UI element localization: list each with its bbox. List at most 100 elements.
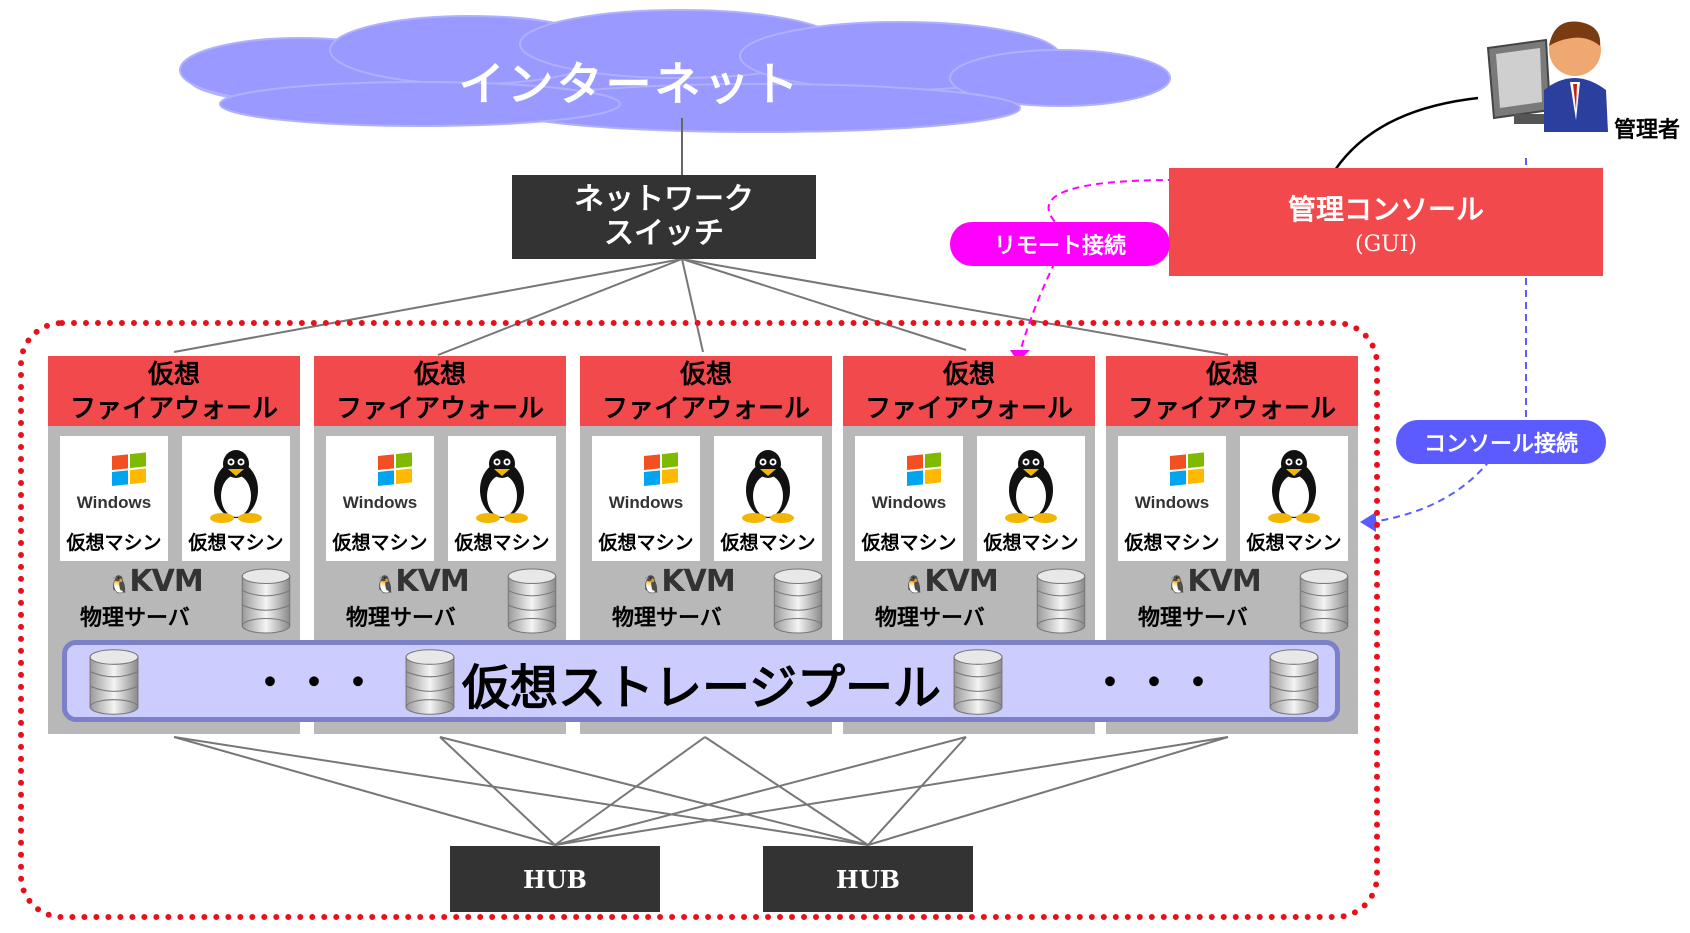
physical-server-label: 物理サーバ	[80, 605, 190, 631]
kvm-penguin-icon: 🐧	[903, 575, 925, 596]
storage-disk-icon	[1268, 648, 1320, 720]
switch-label-line1: ネットワーク	[574, 181, 754, 217]
vm-label: 仮想マシン	[983, 532, 1079, 554]
firewall-label-line2: ファイアウォール	[335, 394, 544, 424]
svg-text:Windows: Windows	[343, 493, 417, 512]
firewall-label-line1: 仮想	[147, 360, 200, 390]
svg-text:Windows: Windows	[609, 493, 683, 512]
virtual-firewall: 仮想ファイアウォール	[1106, 356, 1358, 426]
datacenter-enclosure	[18, 320, 1380, 920]
virtual-machine-linux: 仮想マシン	[182, 436, 290, 561]
firewall-label-line1: 仮想	[942, 360, 995, 390]
physical-server-label: 物理サーバ	[346, 605, 456, 631]
vm-label: 仮想マシン	[861, 532, 957, 554]
kvm-penguin-icon: 🐧	[1166, 575, 1188, 596]
storage-disk-icon	[88, 648, 140, 720]
management-console: 管理コンソール (GUI)	[1169, 168, 1603, 276]
physical-server-label: 物理サーバ	[1138, 605, 1248, 631]
firewall-label-line1: 仮想	[413, 360, 466, 390]
vm-label: 仮想マシン	[720, 532, 816, 554]
virtual-firewall: 仮想ファイアウォール	[580, 356, 832, 426]
virtual-machine-linux: 仮想マシン	[1240, 436, 1348, 561]
virtual-firewall: 仮想ファイアウォール	[843, 356, 1095, 426]
linux-tux-icon	[714, 444, 822, 524]
kvm-logo: 🐧KVM	[374, 564, 470, 599]
svg-text:Windows: Windows	[872, 493, 946, 512]
physical-server-label: 物理サーバ	[875, 605, 985, 631]
windows-logo-icon: Windows	[855, 444, 963, 524]
virtual-firewall: 仮想ファイアウォール	[314, 356, 566, 426]
physical-server-2: 仮想ファイアウォール Windows 仮想マシン 仮想マシン 🐧KVM 物理サーバ	[314, 356, 566, 734]
storage-pool-label: 仮想ストレージプール	[462, 660, 942, 716]
virtual-machine-linux: 仮想マシン	[714, 436, 822, 561]
console-title: 管理コンソール	[1287, 192, 1484, 226]
kvm-penguin-icon: 🐧	[640, 575, 662, 596]
virtual-machine-linux: 仮想マシン	[977, 436, 1085, 561]
remote-connection-pill: リモート接続	[950, 222, 1170, 266]
administrator-label: 管理者	[1614, 117, 1681, 143]
vm-label: 仮想マシン	[66, 532, 162, 554]
virtual-machine-windows: Windows 仮想マシン	[592, 436, 700, 561]
console-connection-arrow	[1371, 158, 1527, 523]
hub-2: HUB	[763, 846, 973, 912]
kvm-label: KVM	[395, 564, 469, 599]
virtual-machine-windows: Windows 仮想マシン	[1118, 436, 1226, 561]
disk-icon	[506, 568, 558, 638]
svg-text:Windows: Windows	[1135, 493, 1209, 512]
kvm-penguin-icon: 🐧	[108, 575, 130, 596]
linux-tux-icon	[182, 444, 290, 524]
administrator-icon	[1486, 21, 1608, 132]
kvm-logo: 🐧KVM	[903, 564, 999, 599]
vm-label: 仮想マシン	[454, 532, 550, 554]
storage-disk-icon	[952, 648, 1004, 720]
linux-tux-icon	[977, 444, 1085, 524]
virtual-firewall: 仮想ファイアウォール	[48, 356, 300, 426]
network-switch: ネットワーク スイッチ	[512, 175, 816, 259]
admin-to-console-arrow	[1328, 96, 1479, 179]
internet-cloud-shape	[179, 9, 1171, 133]
storage-pool-ellipsis-left: ・・・	[250, 659, 382, 706]
vm-label: 仮想マシン	[1246, 532, 1342, 554]
hub-1: HUB	[450, 846, 660, 912]
virtual-machine-windows: Windows 仮想マシン	[855, 436, 963, 561]
virtual-machine-windows: Windows 仮想マシン	[60, 436, 168, 561]
kvm-logo: 🐧KVM	[1166, 564, 1262, 599]
windows-logo-icon: Windows	[60, 444, 168, 524]
storage-pool	[62, 640, 1340, 722]
internet-label: インターネット	[458, 57, 802, 111]
firewall-label-line2: ファイアウォール	[864, 394, 1073, 424]
firewall-label-line1: 仮想	[679, 360, 732, 390]
firewall-label-line2: ファイアウォール	[601, 394, 810, 424]
disk-icon	[772, 568, 824, 638]
console-connection-pill: コンソール接続	[1396, 420, 1606, 464]
linux-tux-icon	[448, 444, 556, 524]
firewall-label-line1: 仮想	[1205, 360, 1258, 390]
kvm-logo: 🐧KVM	[640, 564, 736, 599]
disk-icon	[1298, 568, 1350, 638]
kvm-label: KVM	[924, 564, 998, 599]
virtual-machine-linux: 仮想マシン	[448, 436, 556, 561]
windows-logo-icon: Windows	[1118, 444, 1226, 524]
disk-icon	[240, 568, 292, 638]
kvm-logo: 🐧KVM	[108, 564, 204, 599]
firewall-label-line2: ファイアウォール	[1127, 394, 1336, 424]
kvm-label: KVM	[129, 564, 203, 599]
firewall-label-line2: ファイアウォール	[69, 394, 278, 424]
storage-pool-ellipsis-right: ・・・	[1090, 659, 1222, 706]
windows-logo-icon: Windows	[326, 444, 434, 524]
storage-disk-icon	[404, 648, 456, 720]
virtual-machine-windows: Windows 仮想マシン	[326, 436, 434, 561]
linux-tux-icon	[1240, 444, 1348, 524]
console-subtitle: (GUI)	[1355, 231, 1417, 257]
vm-label: 仮想マシン	[332, 532, 428, 554]
svg-text:Windows: Windows	[77, 493, 151, 512]
switch-label-line2: スイッチ	[604, 216, 724, 251]
physical-server-label: 物理サーバ	[612, 605, 722, 631]
kvm-penguin-icon: 🐧	[374, 575, 396, 596]
vm-label: 仮想マシン	[1124, 532, 1220, 554]
remote-connection-arrow	[1019, 179, 1176, 353]
windows-logo-icon: Windows	[592, 444, 700, 524]
vm-label: 仮想マシン	[598, 532, 694, 554]
kvm-label: KVM	[1187, 564, 1261, 599]
